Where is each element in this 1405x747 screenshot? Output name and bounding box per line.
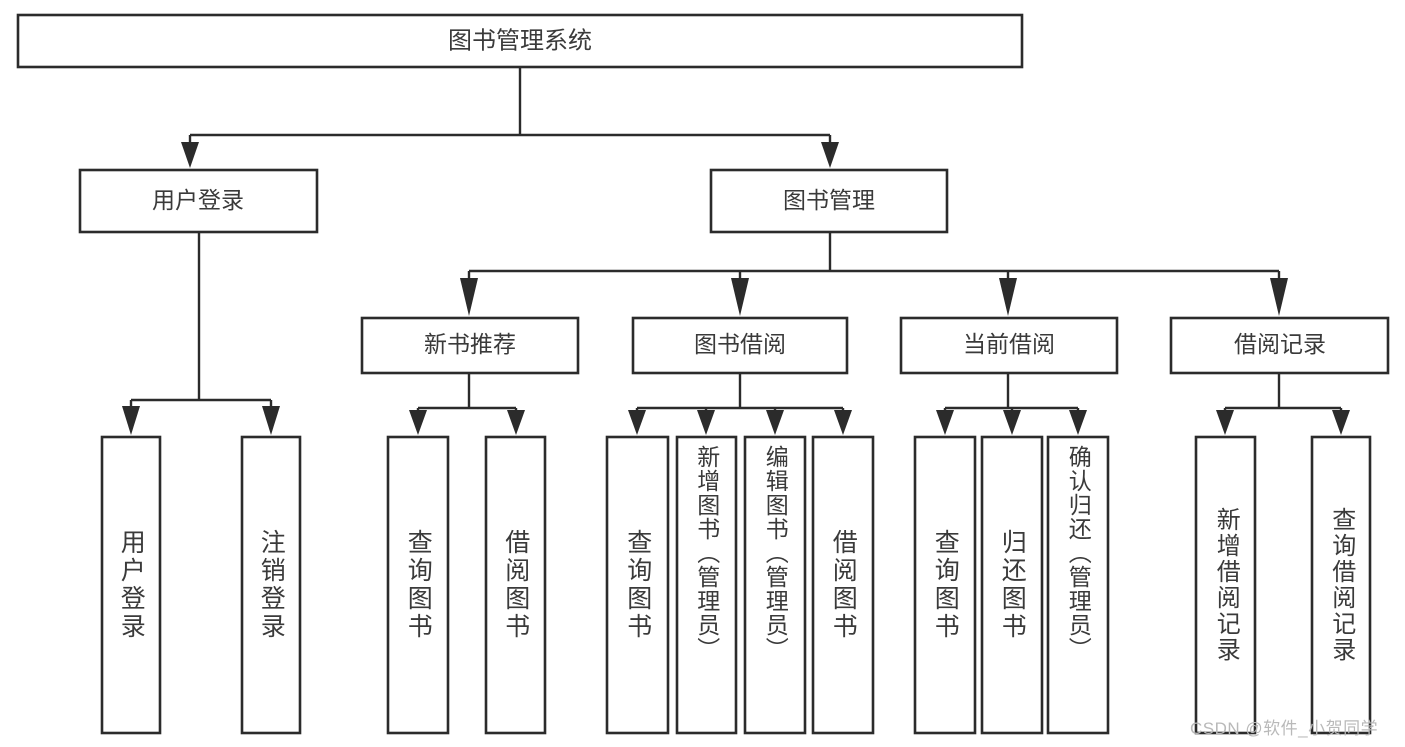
node-new-book-recommend[interactable]: 新书推荐 xyxy=(360,316,580,375)
leaf-box-query-book-1[interactable] xyxy=(386,435,450,735)
arrow-head-leaf-user-login xyxy=(122,406,140,435)
node-user-login-box[interactable] xyxy=(78,168,319,234)
arrow-head-user-login xyxy=(181,142,199,168)
node-user-login[interactable]: 用户登录 xyxy=(78,168,319,234)
node-root[interactable]: 图书管理系统 xyxy=(16,13,1024,69)
leaf-box-user-login[interactable] xyxy=(100,435,162,735)
leaf-box-confirm-return-admin[interactable] xyxy=(1046,435,1110,735)
arrow-head-leaf-query-book-2 xyxy=(628,410,646,435)
arrow-head-borrow-record xyxy=(1270,278,1288,316)
node-book-borrow-box[interactable] xyxy=(631,316,849,375)
node-book-management-box[interactable] xyxy=(709,168,949,234)
arrow-head-leaf-return-book xyxy=(1003,410,1021,435)
arrow-head-leaf-query-book-1 xyxy=(409,410,427,435)
leaf-box-logout-login[interactable] xyxy=(240,435,302,735)
node-book-borrow-label: 图书借阅 xyxy=(694,331,786,357)
leaf-box-add-borrow-record[interactable] xyxy=(1194,435,1257,735)
leaf-box-return-book[interactable] xyxy=(980,435,1044,735)
arrow-head-leaf-borrow-book-1 xyxy=(507,410,525,435)
arrow-head-leaf-edit-book-admin xyxy=(766,410,784,435)
connector-group-book-management xyxy=(460,232,1288,316)
leaf-box-edit-book-admin[interactable] xyxy=(743,435,807,735)
node-book-borrow[interactable]: 图书借阅 xyxy=(631,316,849,375)
arrow-head-leaf-query-book-3 xyxy=(936,410,954,435)
leaf-box-query-book-3[interactable] xyxy=(913,435,977,735)
node-borrow-record-box[interactable] xyxy=(1169,316,1390,375)
arrow-head-leaf-borrow-book-2 xyxy=(834,410,852,435)
arrow-head-book-management xyxy=(821,142,839,168)
node-new-book-recommend-box[interactable] xyxy=(360,316,580,375)
arrow-head-leaf-logout-login xyxy=(262,406,280,435)
node-root-label: 图书管理系统 xyxy=(448,27,592,54)
csdn-watermark: CSDN @软件_小贺同学 xyxy=(1190,719,1379,738)
arrow-head-current-borrow xyxy=(999,278,1017,316)
node-new-book-recommend-label: 新书推荐 xyxy=(424,331,516,357)
node-current-borrow-label: 当前借阅 xyxy=(963,331,1055,357)
node-user-login-label: 用户登录 xyxy=(152,187,244,213)
arrow-head-leaf-add-book-admin xyxy=(697,410,715,435)
connector-group-book-borrow xyxy=(628,373,852,435)
connector-group-new-book-recommend xyxy=(409,373,525,435)
arrow-head-leaf-add-borrow-record xyxy=(1216,410,1234,435)
node-current-borrow[interactable]: 当前借阅 xyxy=(899,316,1119,375)
arrow-head-new-book-recommend xyxy=(460,278,478,316)
arrow-head-book-borrow xyxy=(731,278,749,316)
leaf-box-query-borrow-record[interactable] xyxy=(1310,435,1372,735)
leaf-boxes-group xyxy=(100,435,1372,735)
node-book-management[interactable]: 图书管理 xyxy=(709,168,949,234)
leaf-box-query-book-2[interactable] xyxy=(605,435,670,735)
arrow-head-leaf-confirm-return-admin xyxy=(1069,410,1087,435)
arrow-head-leaf-query-borrow-record xyxy=(1332,410,1350,435)
leaf-box-borrow-book-1[interactable] xyxy=(484,435,547,735)
connector-group-borrow-record xyxy=(1216,373,1350,435)
node-borrow-record-label: 借阅记录 xyxy=(1234,331,1326,357)
leaf-box-borrow-book-2[interactable] xyxy=(811,435,875,735)
node-book-management-label: 图书管理 xyxy=(783,187,875,213)
connector-group-current-borrow xyxy=(936,373,1087,435)
connector-group-root xyxy=(181,67,839,168)
leaf-box-add-book-admin[interactable] xyxy=(675,435,738,735)
node-borrow-record[interactable]: 借阅记录 xyxy=(1169,316,1390,375)
node-current-borrow-box[interactable] xyxy=(899,316,1119,375)
node-root-box[interactable] xyxy=(16,13,1024,69)
connector-group-user-login xyxy=(122,232,280,435)
